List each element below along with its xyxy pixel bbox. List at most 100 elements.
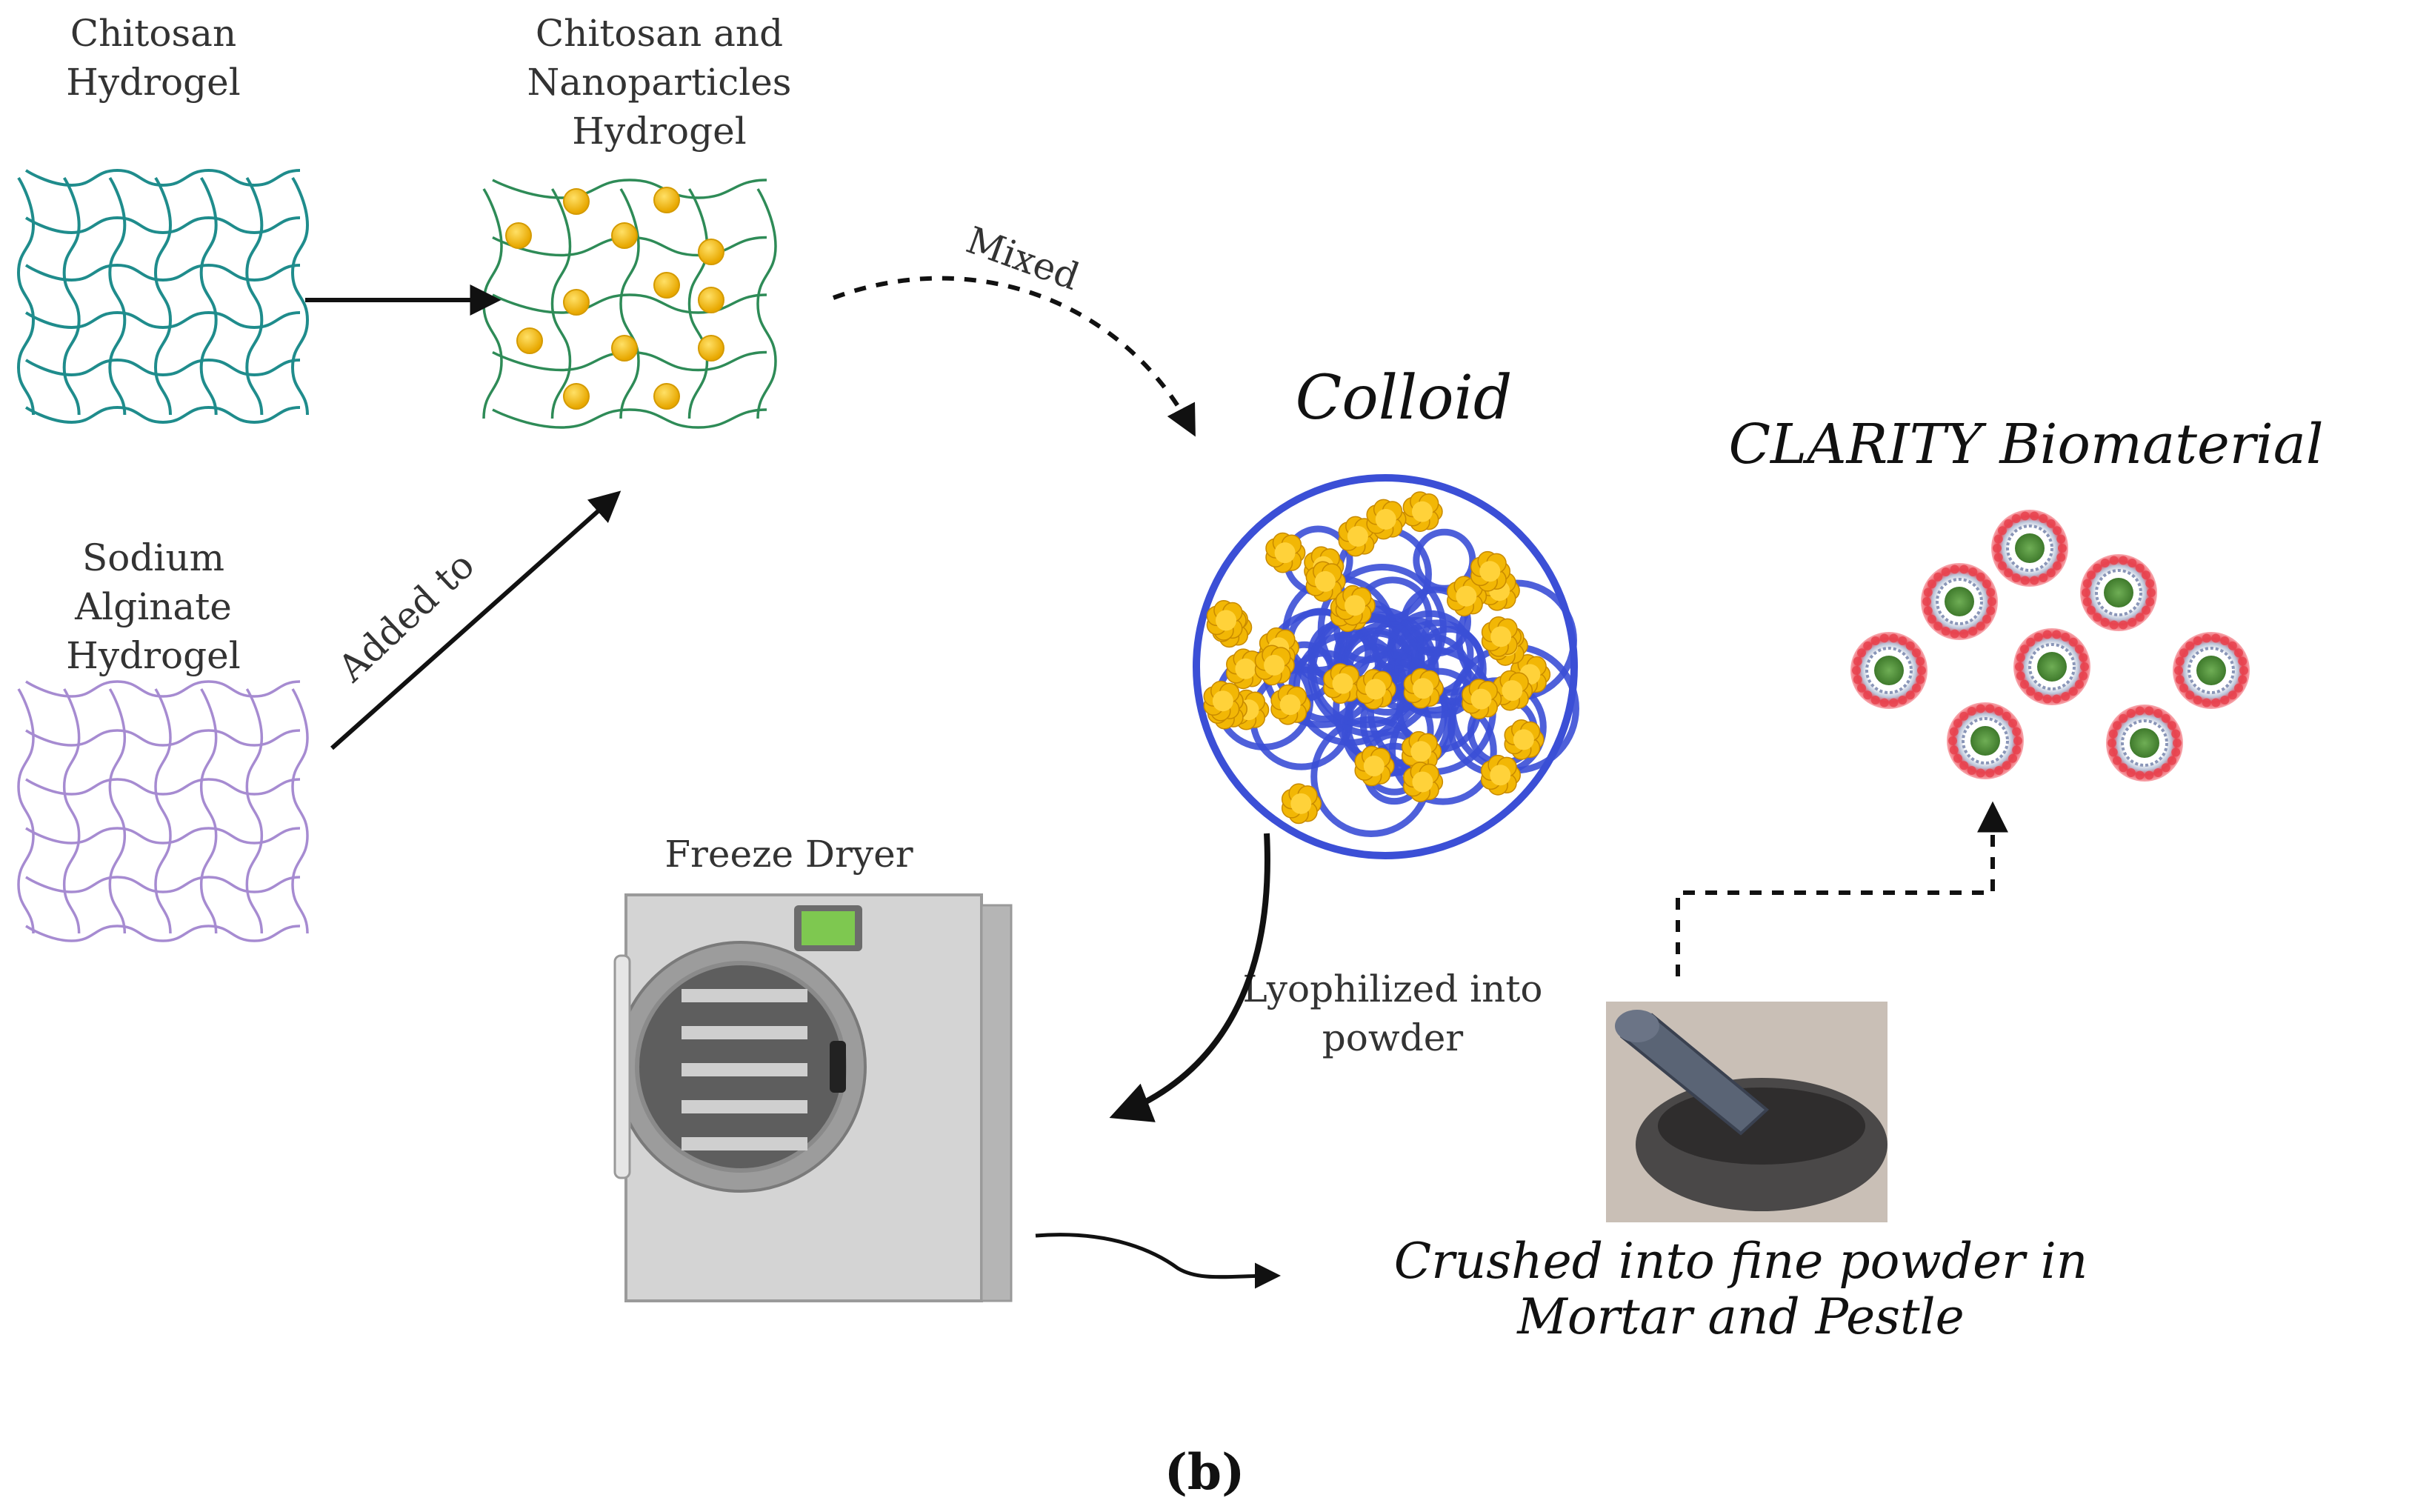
- mesh-strand: [25, 729, 301, 747]
- colloid-nanoparticle: [1401, 730, 1442, 772]
- mesh-strand: [199, 176, 218, 416]
- nanoparticle: [698, 287, 724, 313]
- mesh-strand: [550, 188, 572, 419]
- colloid-sphere: [1193, 474, 1579, 859]
- colloid-nanoparticle: [1338, 516, 1379, 557]
- colloid-nanoparticle: [1335, 585, 1376, 626]
- colloid-nanoparticle: [1203, 680, 1244, 722]
- nanoparticle: [563, 383, 590, 410]
- colloid-title: Colloid: [1296, 363, 1513, 433]
- clarity-particles: [1850, 510, 2250, 782]
- mesh-strand: [290, 176, 310, 416]
- colloid-nanoparticle: [1254, 645, 1295, 686]
- chitosan-np-label-line2: Nanoparticles: [527, 61, 792, 104]
- sodium-alginate-label: Sodium Alginate Hydrogel: [66, 536, 240, 677]
- colloid-nanoparticle: [1504, 719, 1545, 760]
- mesh-strand: [482, 188, 503, 419]
- arrow-to-clarity: [1676, 801, 2008, 976]
- mesh-strand: [154, 688, 172, 934]
- lyophilized-label-line1: Lyophilized into: [1242, 968, 1542, 1010]
- mesh-strand: [25, 827, 301, 845]
- mesh-strand: [492, 179, 767, 199]
- mesh-strand: [62, 688, 81, 934]
- mesh-strand: [199, 688, 218, 934]
- nanoparticle: [505, 222, 532, 249]
- mesh-strand: [687, 188, 709, 419]
- mixed-label: Mixed: [961, 219, 1084, 299]
- colloid-nanoparticle: [1403, 667, 1444, 709]
- mesh-strand: [108, 176, 127, 416]
- freeze-dryer-side: [980, 904, 1013, 1302]
- arrow-alginate-added: [330, 490, 622, 750]
- colloid-nanoparticle: [1492, 670, 1533, 711]
- colloid-nanoparticle: [1354, 745, 1395, 787]
- mesh-strand: [25, 876, 301, 893]
- mesh-strand: [24, 310, 301, 330]
- colloid-nanoparticle: [1281, 783, 1322, 825]
- chitosan-hydrogel-mesh: [16, 168, 310, 424]
- mesh-strand: [24, 405, 301, 424]
- colloid-nanoparticle: [1447, 576, 1487, 617]
- clarity-title: CLARITY Biomaterial: [1728, 413, 2323, 476]
- chitosan-hydrogel-label: Chitosan Hydrogel: [66, 12, 240, 104]
- colloid-nanoparticle: [1356, 668, 1396, 710]
- mesh-strand: [25, 680, 301, 698]
- chitosan-np-label-line1: Chitosan and: [536, 12, 783, 55]
- clarity-particle: [2106, 705, 2183, 782]
- nanoparticle: [516, 327, 543, 354]
- chitosan-np-hydrogel-label: Chitosan and Nanoparticles Hydrogel: [527, 12, 792, 153]
- chitosan-np-label-line3: Hydrogel: [572, 110, 746, 153]
- clarity-particle: [2173, 632, 2250, 709]
- colloid-nanoparticle: [1270, 684, 1311, 725]
- nanoparticle: [653, 187, 680, 213]
- mesh-strand: [25, 778, 301, 796]
- chitosan-hydrogel-label-line2: Hydrogel: [66, 61, 240, 104]
- nanoparticle: [563, 289, 590, 316]
- colloid-nanoparticle: [1206, 600, 1247, 641]
- chitosan-hydrogel-label-line1: Chitosan: [70, 12, 236, 55]
- mesh-strand: [17, 688, 35, 934]
- colloid-nanoparticle: [1480, 754, 1522, 796]
- mesh-strand: [24, 358, 301, 377]
- lyophilized-label: Lyophilized into powder: [1242, 968, 1542, 1059]
- nanoparticle: [611, 335, 638, 362]
- colloid-nanoparticle: [1462, 679, 1502, 720]
- nanoparticle: [698, 335, 724, 362]
- colloid-nanoparticle: [1305, 561, 1346, 602]
- clarity-particle: [1991, 510, 2068, 587]
- mesh-strand: [245, 688, 264, 934]
- mesh-strand: [619, 188, 640, 419]
- colloid-nanoparticle: [1265, 532, 1306, 573]
- clarity-particle: [2013, 628, 2090, 705]
- lyophilized-label-line2: powder: [1322, 1016, 1464, 1059]
- nanoparticle-hydrogel-mesh: [482, 179, 777, 429]
- nanoparticle: [563, 188, 590, 215]
- mesh-strand: [16, 176, 36, 416]
- mortar-pestle-photo: [1606, 1002, 1887, 1222]
- crushed-label-line1: Crushed into fine powder in: [1394, 1233, 2088, 1290]
- mesh-strand: [24, 263, 301, 282]
- alginate-hydrogel-mesh: [17, 680, 309, 942]
- nanoparticle: [653, 272, 680, 299]
- sodium-alginate-label-line3: Hydrogel: [66, 634, 240, 677]
- colloid-nanoparticle: [1366, 499, 1407, 540]
- mesh-strand: [291, 688, 309, 934]
- arrow-lyophilized: [1109, 833, 1270, 1122]
- mesh-strand: [25, 925, 301, 942]
- nanoparticle: [611, 222, 638, 249]
- nanoparticle: [698, 239, 724, 265]
- clarity-particle: [1850, 632, 1927, 709]
- freeze-dryer-shelves: [682, 989, 807, 1150]
- mesh-strand: [24, 168, 301, 187]
- mesh-strand: [24, 216, 301, 235]
- colloid-outline: [1193, 474, 1578, 859]
- crushed-label-line2: Mortar and Pestle: [1516, 1288, 1964, 1345]
- mesh-strand: [62, 176, 81, 416]
- sodium-alginate-label-line2: Alginate: [74, 585, 232, 628]
- colloid-nanoparticle: [1402, 491, 1443, 533]
- colloid-strand: [1413, 528, 1476, 592]
- freeze-dryer-icon: [613, 893, 1013, 1302]
- colloid-nanoparticle: [1481, 616, 1522, 657]
- freeze-dryer-display: [802, 911, 855, 945]
